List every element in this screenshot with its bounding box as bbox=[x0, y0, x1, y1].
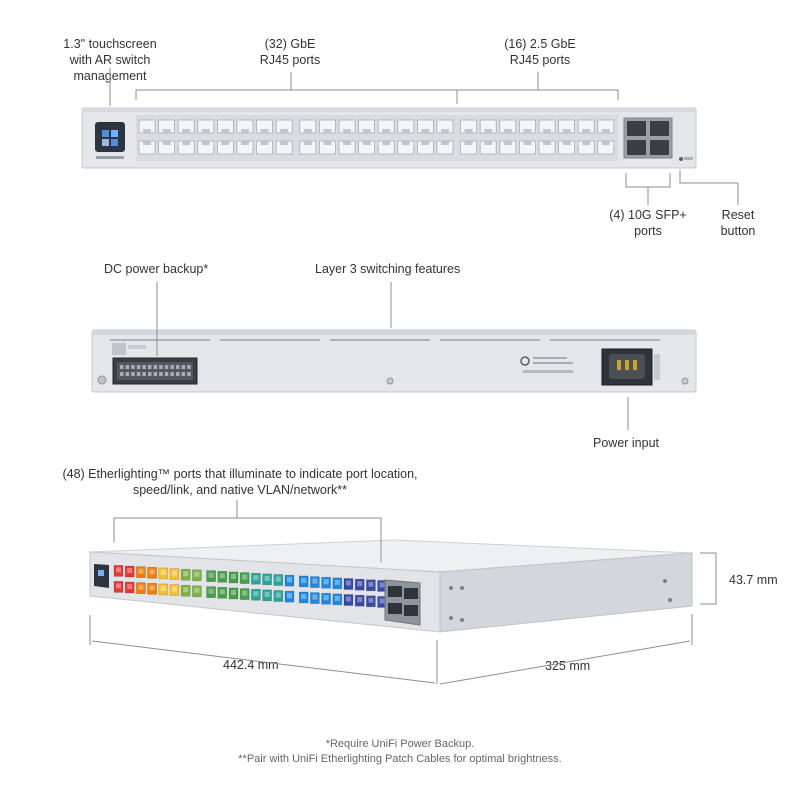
etherlighting-port bbox=[169, 584, 180, 596]
etherlighting-port bbox=[321, 592, 331, 605]
gbe-ports-label: (32) GbE RJ45 ports bbox=[259, 37, 321, 67]
height-dimension: 43.7 mm bbox=[729, 573, 778, 587]
etherlighting-port bbox=[284, 590, 295, 603]
grounding-screw bbox=[97, 375, 107, 385]
etherlighting-port bbox=[239, 588, 250, 600]
touchscreen bbox=[95, 122, 125, 152]
etherlighting-port bbox=[251, 572, 261, 585]
etherlighting-port bbox=[217, 571, 228, 583]
dc-power-label: DC power backup* bbox=[104, 262, 209, 276]
etherlighting-port bbox=[321, 576, 331, 589]
vent-slot bbox=[220, 339, 320, 341]
footnote-power-backup: *Require UniFi Power Backup. bbox=[325, 738, 475, 750]
etherlighting-port bbox=[262, 589, 272, 602]
rear-callouts bbox=[156, 282, 629, 430]
etherlighting-port bbox=[228, 571, 239, 584]
screw bbox=[681, 377, 689, 385]
perspective-switch-view bbox=[89, 539, 693, 633]
depth-dimension: 325 mm bbox=[545, 659, 591, 673]
etherlighting-port bbox=[147, 566, 157, 579]
etherlighting-port bbox=[158, 583, 169, 596]
front-callouts bbox=[109, 68, 739, 205]
etherlighting-port bbox=[239, 572, 250, 584]
etherlighting-port bbox=[158, 567, 169, 580]
sfp-port bbox=[627, 121, 646, 136]
reset-button-label: Reset button bbox=[720, 208, 756, 238]
etherlighting-port bbox=[310, 592, 320, 604]
rear-switch-view bbox=[91, 329, 697, 393]
etherlighting-port bbox=[192, 569, 202, 582]
vent-slot bbox=[330, 339, 430, 341]
etherlighting-port bbox=[273, 574, 284, 586]
etherlighting-port bbox=[206, 570, 216, 582]
etherlighting-port bbox=[136, 582, 146, 594]
etherlighting-port bbox=[169, 568, 180, 580]
etherlighting-port bbox=[343, 594, 354, 606]
etherlighting-port bbox=[332, 577, 343, 590]
sfp-ports-label: (4) 10G SFP+ ports bbox=[609, 208, 687, 238]
etherlighting-port bbox=[180, 568, 191, 581]
ubiquiti-logo bbox=[520, 356, 530, 366]
etherlighting-port bbox=[298, 575, 309, 588]
perspective-callouts bbox=[89, 500, 717, 685]
etherlighting-port bbox=[192, 585, 202, 598]
width-dimension: 442.4 mm bbox=[223, 658, 279, 672]
etherlighting-port bbox=[217, 587, 228, 599]
etherlighting-port bbox=[206, 586, 216, 598]
vent-slot bbox=[110, 339, 210, 341]
etherlighting-port bbox=[124, 565, 135, 578]
etherlighting-port bbox=[343, 578, 354, 590]
etherlighting-port bbox=[113, 581, 124, 593]
etherlighting-port bbox=[147, 582, 157, 595]
etherlighting-port bbox=[310, 576, 320, 588]
sfp-port bbox=[627, 140, 646, 155]
reset-button bbox=[679, 157, 683, 161]
etherlighting-port bbox=[366, 579, 376, 592]
etherlighting-port bbox=[354, 594, 365, 607]
etherlighting-port bbox=[136, 566, 146, 578]
vent-slot bbox=[440, 339, 540, 341]
power-input-label: Power input bbox=[593, 436, 660, 450]
front-switch-view bbox=[81, 107, 697, 169]
etherlighting-port bbox=[354, 578, 365, 591]
etherlighting-port bbox=[298, 591, 309, 604]
screw bbox=[386, 377, 394, 385]
chassis-side bbox=[439, 552, 693, 633]
etherlighting-port bbox=[228, 587, 239, 600]
etherlighting-port bbox=[273, 590, 284, 602]
etherlighting-port bbox=[366, 595, 376, 608]
etherlighting-port bbox=[262, 573, 272, 586]
etherlighting-port bbox=[124, 581, 135, 594]
sfp-port bbox=[650, 121, 669, 136]
ge25-ports-label: (16) 2.5 GbE RJ45 ports bbox=[504, 37, 576, 67]
layer3-label: Layer 3 switching features bbox=[315, 262, 461, 276]
etherlighting-port bbox=[332, 593, 343, 606]
etherlighting-port bbox=[284, 574, 295, 587]
sfp-port bbox=[650, 140, 669, 155]
etherlighting-label: (48) Etherlighting™ ports that illuminat… bbox=[62, 467, 418, 497]
etherlighting-port bbox=[251, 588, 261, 601]
etherlighting-port bbox=[180, 584, 191, 597]
footnote-patch-cables: **Pair with UniFi Etherlighting Patch Ca… bbox=[238, 753, 562, 765]
etherlighting-port bbox=[113, 565, 124, 577]
vent-slot bbox=[550, 339, 660, 341]
